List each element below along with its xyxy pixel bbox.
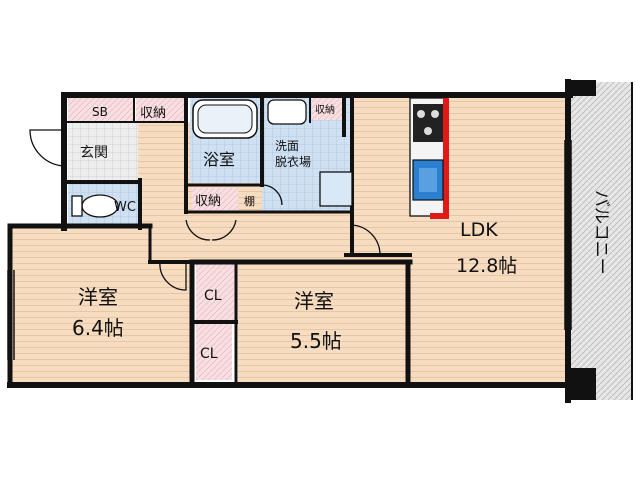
kitchen-accent-wall [430,98,449,219]
burner-icon [424,127,432,135]
toilet [81,194,119,218]
closet-1-label: CL [204,288,222,304]
burner-icon [431,110,439,118]
shelf-label: 棚 [244,194,255,208]
floors [12,82,632,400]
washing-machine [319,171,353,207]
shoe-box-floor [68,98,134,122]
closet-2-label: CL [200,346,218,362]
closet-1-floor [196,262,238,322]
washroom-label-line1: 洗面 [275,139,299,153]
western-room-2-name: 洋室 [294,289,334,313]
balcony-pillar-bottom [566,368,596,400]
storage-top-label: 収納 [140,106,166,121]
windows [7,140,572,360]
storage-wash-floor [312,98,344,120]
balcony-label: バルコニー [591,190,611,275]
storage-top-floor [136,98,186,122]
kitchen-sink-basin [419,168,437,192]
balcony-pillar-top [566,80,596,96]
toilet-tank [71,195,83,217]
entrance-floor [68,122,138,180]
wc-label: WC [114,200,136,215]
bathtub-inner [197,104,253,134]
ldk-size: 12.8帖 [456,255,517,277]
western-room-1-name: 洋室 [78,285,118,309]
western-room-1-size: 6.4帖 [72,316,124,340]
washroom-label-line2: 脱衣場 [275,154,311,169]
washbasin [267,99,307,125]
walls [7,79,573,403]
ldk-name: LDK [460,219,498,241]
storage-mid-label: 収納 [195,194,221,209]
entrance-label: 玄関 [80,144,108,161]
storage-mid-floor [192,188,238,212]
balcony-floor [570,82,632,400]
shoe-box-label: SB [92,105,108,119]
closet-2-floor [196,324,232,380]
western-room-2-floor [238,262,408,383]
stove [413,104,443,142]
western-room-2-size: 5.5帖 [290,329,342,353]
burner-icon [417,110,425,118]
room-labels: SB 収納 収納 玄関 浴室 洗面 脱衣場 WC 収納 棚 LDK 12.8帖 … [72,103,611,362]
bath-label: 浴室 [203,150,235,169]
doors [29,129,381,291]
storage-wash-label: 収納 [315,103,335,116]
